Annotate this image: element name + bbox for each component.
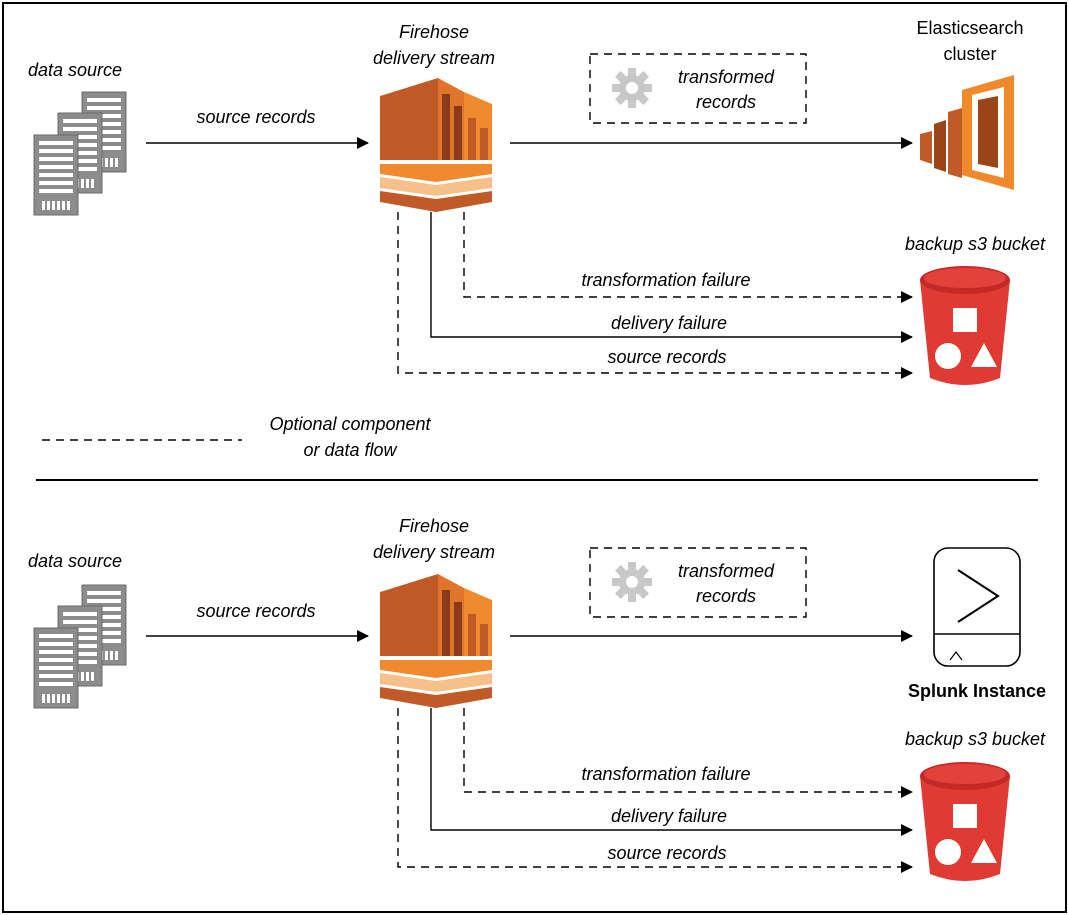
- top-transformation-failure-arrow: [463, 212, 913, 303]
- splunk-icon: [933, 547, 1021, 667]
- top-transformed-label-1: transformed: [678, 67, 775, 87]
- bottom-gear-icon: [612, 562, 652, 602]
- top-firehose-icon: [380, 78, 492, 212]
- top-source-records-label: source records: [196, 107, 315, 127]
- bottom-firehose-icon: [380, 574, 492, 708]
- top-data-source-servers-icon: [33, 91, 127, 216]
- bottom-destination-label: Splunk Instance: [908, 681, 1046, 701]
- legend-label-2: or data flow: [303, 440, 397, 460]
- top-destination-label-1: Elasticsearch: [916, 18, 1023, 38]
- elasticsearch-icon: [920, 75, 1014, 190]
- top-transform-box: [589, 53, 807, 124]
- bottom-s3-bucket-icon: [920, 762, 1010, 881]
- top-section: data source source records Firehose deli…: [28, 18, 1046, 385]
- top-source-records-backup-arrow: [397, 212, 913, 379]
- bottom-source-records-backup-label: source records: [607, 843, 726, 863]
- bottom-source-records-label: source records: [196, 601, 315, 621]
- legend: Optional component or data flow: [42, 414, 432, 460]
- top-gear-icon: [612, 68, 652, 108]
- bottom-delivery-failure-label: delivery failure: [611, 806, 727, 826]
- top-delivery-failure-label: delivery failure: [611, 313, 727, 333]
- bottom-transformed-label-2: records: [696, 586, 756, 606]
- bottom-data-source-label: data source: [28, 551, 122, 571]
- bottom-section: data source source records Firehose deli…: [28, 516, 1046, 881]
- top-transformation-failure-label: transformation failure: [581, 270, 750, 290]
- bottom-delivery-failure-arrow: [430, 708, 913, 836]
- top-s3-bucket-icon: [920, 266, 1010, 385]
- bottom-backup-label: backup s3 bucket: [905, 729, 1046, 749]
- top-source-records-backup-label: source records: [607, 347, 726, 367]
- top-transformed-label-2: records: [696, 92, 756, 112]
- top-firehose-label-1: Firehose: [399, 22, 469, 42]
- bottom-firehose-label-2: delivery stream: [373, 542, 495, 562]
- bottom-data-source-servers-icon: [33, 584, 127, 709]
- top-backup-label: backup s3 bucket: [905, 234, 1046, 254]
- legend-label-1: Optional component: [269, 414, 431, 434]
- top-data-source-label: data source: [28, 60, 122, 80]
- top-delivery-failure-arrow: [430, 212, 913, 343]
- top-firehose-label-2: delivery stream: [373, 48, 495, 68]
- bottom-transform-box: [589, 547, 807, 618]
- bottom-transformed-label-1: transformed: [678, 561, 775, 581]
- top-destination-label-2: cluster: [943, 44, 996, 64]
- bottom-transformation-failure-arrow: [463, 708, 913, 798]
- bottom-transformation-failure-label: transformation failure: [581, 764, 750, 784]
- bottom-source-records-backup-arrow: [397, 708, 913, 873]
- bottom-firehose-label-1: Firehose: [399, 516, 469, 536]
